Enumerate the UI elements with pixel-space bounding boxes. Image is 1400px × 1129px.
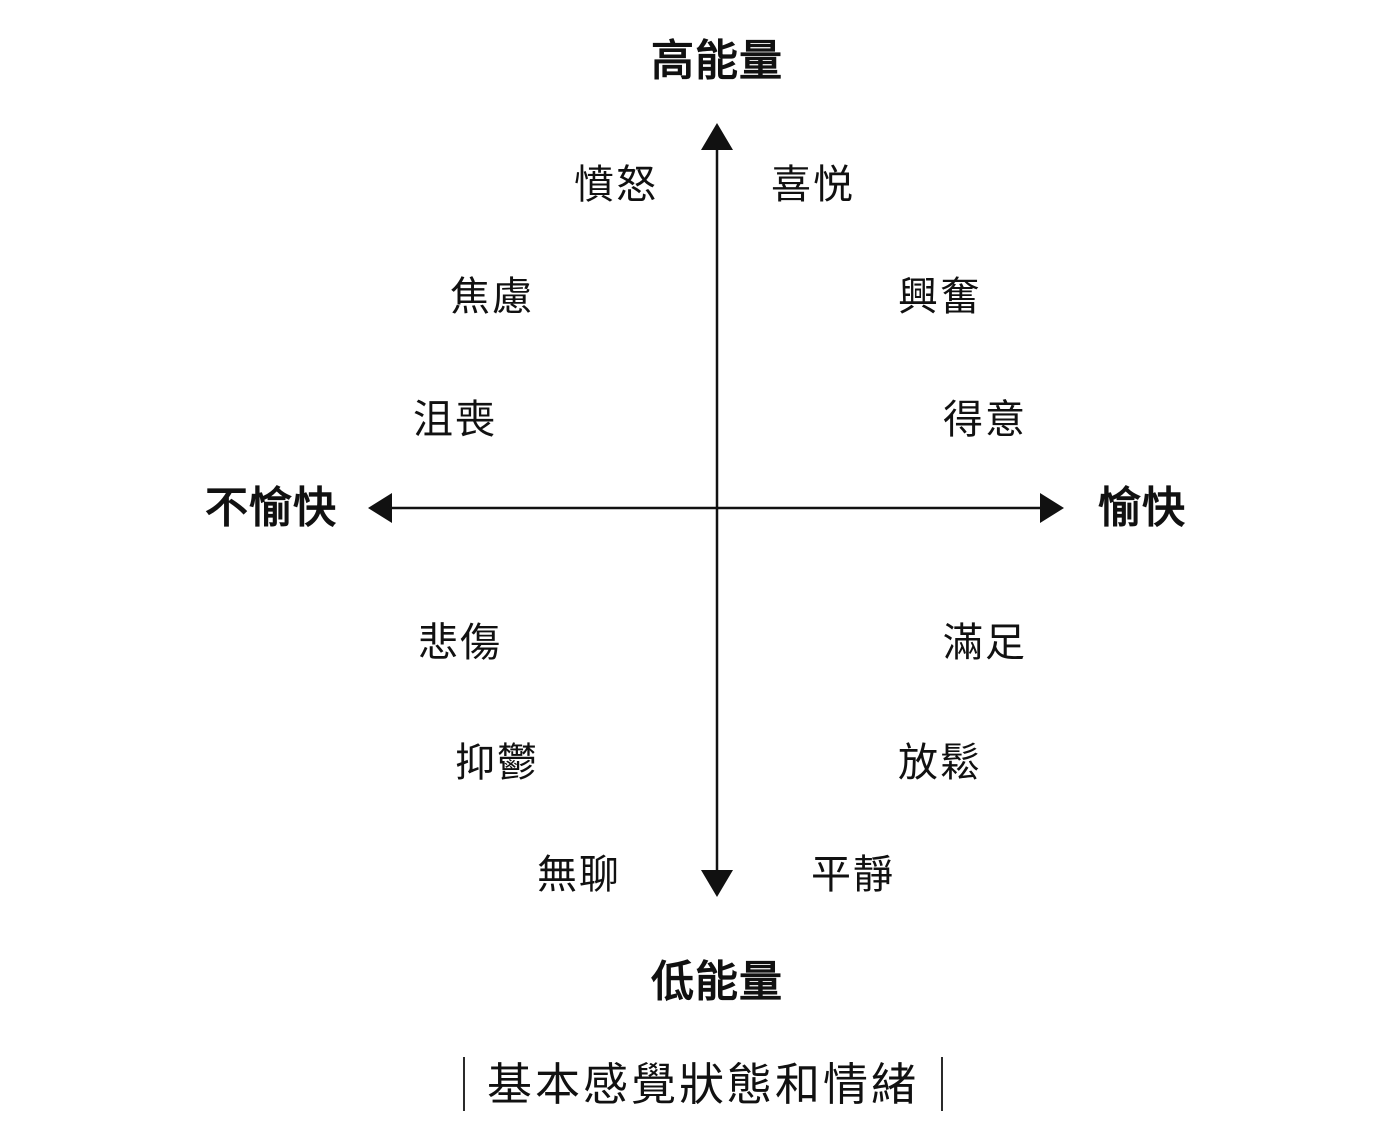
emotion-joy: 喜悦 (771, 163, 855, 207)
arrow-left-icon (368, 493, 392, 523)
emotion-anxiety: 焦慮 (450, 275, 534, 319)
axis-label-low-energy: 低能量 (651, 958, 783, 1007)
axis-label-pleasant: 愉快 (1098, 484, 1186, 533)
arrow-right-icon (1040, 493, 1064, 523)
emotion-excitement: 興奮 (898, 275, 982, 319)
caption: 基本感覺狀態和情緒 (462, 1057, 944, 1111)
emotion-calm: 平靜 (811, 853, 895, 897)
caption-bar-left (462, 1057, 465, 1111)
axis-label-high-energy: 高能量 (651, 37, 783, 86)
arrow-down-icon (701, 870, 733, 897)
arrow-up-icon (701, 123, 733, 150)
emotion-relaxation: 放鬆 (898, 741, 982, 785)
emotion-boredom: 無聊 (537, 853, 621, 897)
emotion-frustration: 沮喪 (413, 398, 497, 442)
caption-text: 基本感覺狀態和情緒 (486, 1058, 920, 1110)
emotion-depression: 抑鬱 (455, 741, 539, 785)
emotion-contentment: 滿足 (943, 621, 1027, 665)
emotion-anger: 憤怒 (574, 163, 658, 207)
emotion-pride: 得意 (943, 398, 1027, 442)
caption-bar-right (941, 1057, 944, 1111)
axis-label-unpleasant: 不愉快 (205, 484, 337, 533)
emotion-sadness: 悲傷 (418, 621, 502, 665)
